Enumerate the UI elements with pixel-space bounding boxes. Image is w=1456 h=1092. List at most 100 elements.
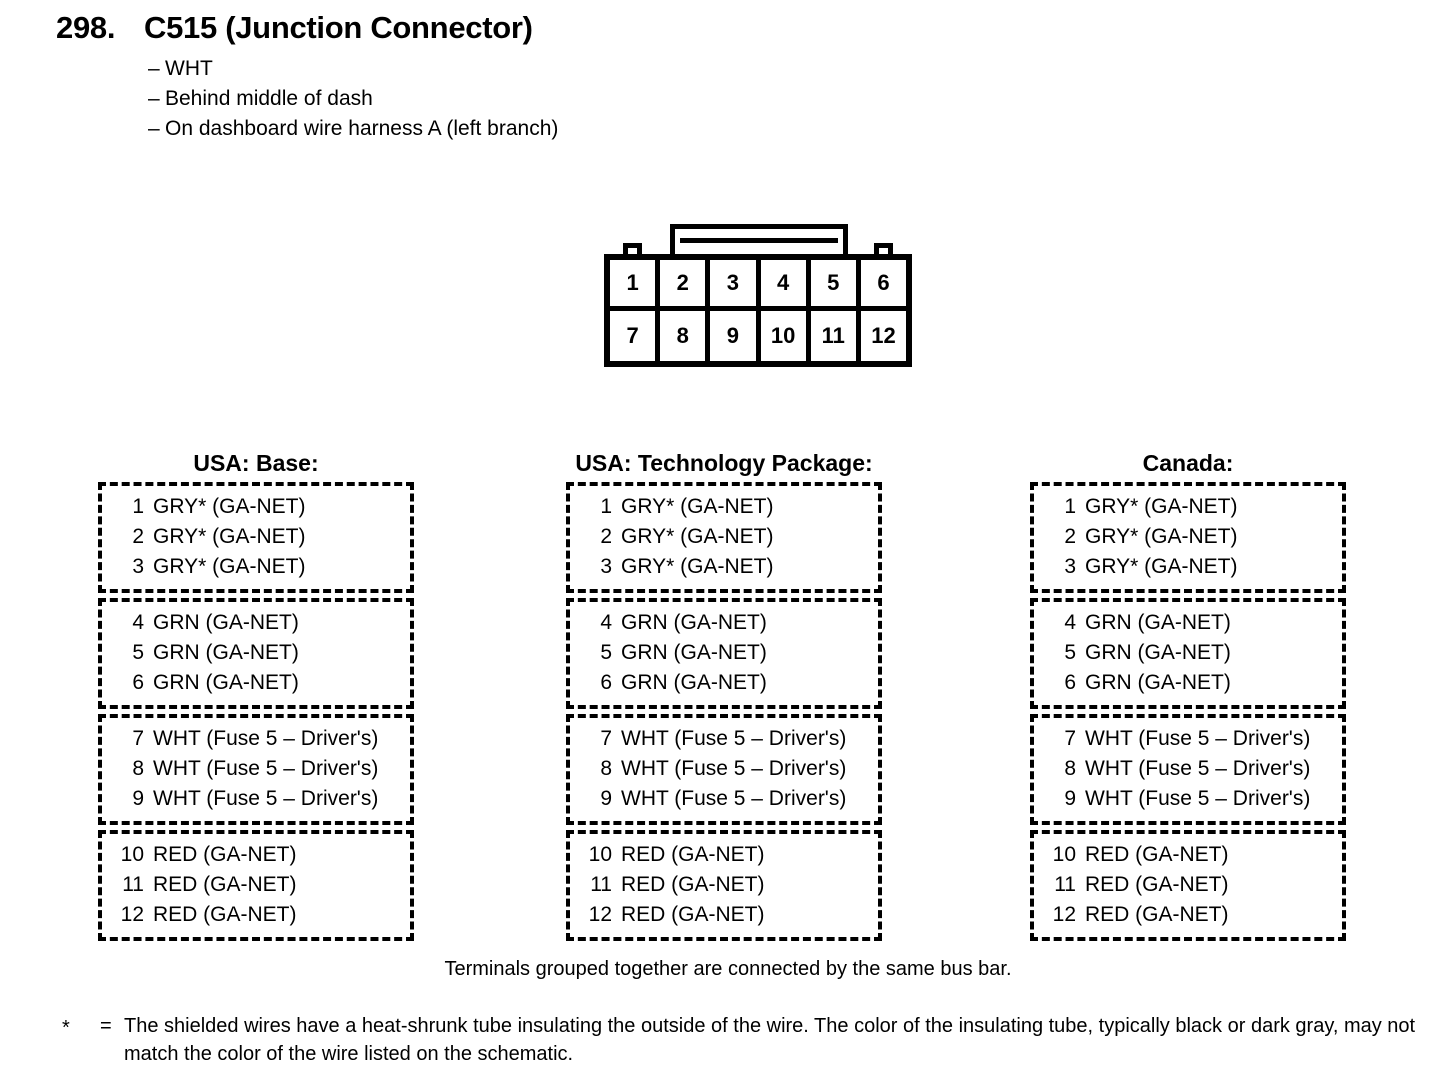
pin-entry: 2 GRY* (GA-NET) <box>102 522 410 552</box>
pin-label: GRY* (GA-NET) <box>1085 555 1238 578</box>
pin-entry: 5 GRN (GA-NET) <box>570 638 878 668</box>
pin-entry: 11 RED (GA-NET) <box>570 870 878 900</box>
pin-entry: 1 GRY* (GA-NET) <box>570 492 878 522</box>
connector-pinout-diagram: 1 2 3 4 5 6 7 8 9 10 11 12 <box>604 224 914 370</box>
pin-number: 7 <box>600 727 612 750</box>
pin-list-column-usa-technology-package: USA: Technology Package: 1 GRY* (GA-NET)… <box>566 450 882 946</box>
pin-entry: 12 RED (GA-NET) <box>1034 900 1342 930</box>
pin-label: GRY* (GA-NET) <box>153 525 306 548</box>
pin-number: 7 <box>1064 727 1076 750</box>
connector-detail-list: –WHT –Behind middle of dash –On dashboar… <box>56 54 956 144</box>
asterisk-footnote: * = The shielded wires have a heat-shrun… <box>62 1012 1442 1068</box>
pin-number: 12 <box>1052 903 1076 926</box>
pin-number: 5 <box>600 641 612 664</box>
page-title: 298. C515 (Junction Connector) <box>56 10 956 46</box>
busbar-note: Terminals grouped together are connected… <box>444 958 1012 980</box>
dash-mark: – <box>148 87 160 110</box>
pin-label: GRY* (GA-NET) <box>1085 495 1238 518</box>
connector-pin-cell: 8 <box>660 310 711 361</box>
pin-group: 1 GRY* (GA-NET) 2 GRY* (GA-NET) 3 GRY* (… <box>566 482 882 593</box>
pin-number: 9 <box>1064 787 1076 810</box>
pin-label: WHT (Fuse 5 – Driver's) <box>153 757 379 780</box>
connector-pin-cell: 11 <box>811 310 861 361</box>
pin-label: GRY* (GA-NET) <box>153 555 306 578</box>
pin-number: 2 <box>1064 525 1076 548</box>
pin-number: 1 <box>132 495 144 518</box>
pin-group: 10 RED (GA-NET) 11 RED (GA-NET) 12 RED (… <box>566 830 882 941</box>
pin-entry: 7 WHT (Fuse 5 – Driver's) <box>570 724 878 754</box>
pin-list-column-heading: USA: Technology Package: <box>575 450 873 476</box>
pin-entry: 3 GRY* (GA-NET) <box>570 552 878 582</box>
pin-entry: 9 WHT (Fuse 5 – Driver's) <box>570 784 878 814</box>
pin-entry: 8 WHT (Fuse 5 – Driver's) <box>102 754 410 784</box>
pin-label: WHT (Fuse 5 – Driver's) <box>1085 727 1311 750</box>
connector-detail-item: –Behind middle of dash <box>148 84 956 114</box>
pin-entry: 9 WHT (Fuse 5 – Driver's) <box>1034 784 1342 814</box>
connector-pin-row-bottom: 7 8 9 10 11 12 <box>610 310 906 361</box>
connector-pin-cell: 6 <box>877 269 890 295</box>
pin-entry: 11 RED (GA-NET) <box>102 870 410 900</box>
pin-label: WHT (Fuse 5 – Driver's) <box>621 727 847 750</box>
pin-group-stack: 1 GRY* (GA-NET) 2 GRY* (GA-NET) 3 GRY* (… <box>1030 482 1346 941</box>
pin-number: 8 <box>1064 757 1076 780</box>
pin-group: 4 GRN (GA-NET) 5 GRN (GA-NET) 6 GRN (GA-… <box>1030 598 1346 709</box>
pin-entry: 6 GRN (GA-NET) <box>102 668 410 698</box>
pin-assignment-columns: USA: Base: 1 GRY* (GA-NET) 2 GRY* (GA-NE… <box>0 450 1456 950</box>
pin-entry: 6 GRN (GA-NET) <box>1034 668 1342 698</box>
pin-entry: 5 GRN (GA-NET) <box>102 638 410 668</box>
connector-pin-cell: 12 <box>871 322 896 348</box>
connector-pin-cell: 3 <box>710 260 761 306</box>
pin-label: RED (GA-NET) <box>621 903 765 926</box>
pin-entry: 12 RED (GA-NET) <box>102 900 410 930</box>
pin-number: 6 <box>600 671 612 694</box>
pin-number: 5 <box>1064 641 1076 664</box>
pin-group: 7 WHT (Fuse 5 – Driver's) 8 WHT (Fuse 5 … <box>98 714 414 825</box>
pin-label: RED (GA-NET) <box>153 903 297 926</box>
pin-label: GRN (GA-NET) <box>1085 611 1231 634</box>
pin-number: 12 <box>588 903 612 926</box>
pin-number: 3 <box>1064 555 1076 578</box>
pin-label: WHT (Fuse 5 – Driver's) <box>1085 787 1311 810</box>
pin-entry: 7 WHT (Fuse 5 – Driver's) <box>102 724 410 754</box>
connector-header: 298. C515 (Junction Connector) –WHT –Beh… <box>56 10 956 144</box>
pin-number: 11 <box>1054 873 1076 896</box>
connector-pin-cell: 2 <box>660 260 711 306</box>
pin-entry: 11 RED (GA-NET) <box>1034 870 1342 900</box>
pin-list-column-heading: Canada: <box>1142 450 1234 476</box>
dash-mark: – <box>148 117 160 140</box>
pin-list-column-canada: Canada: 1 GRY* (GA-NET) 2 GRY* (GA-NET) … <box>1030 450 1346 946</box>
title-number: 298. <box>56 10 116 45</box>
pin-label: RED (GA-NET) <box>1085 903 1229 926</box>
pin-entry: 3 GRY* (GA-NET) <box>1034 552 1342 582</box>
pin-number: 5 <box>132 641 144 664</box>
connector-pin-cell: 9 <box>710 310 761 361</box>
pin-group-stack: 1 GRY* (GA-NET) 2 GRY* (GA-NET) 3 GRY* (… <box>566 482 882 941</box>
connector-detail-text: WHT <box>165 57 213 80</box>
pin-entry: 1 GRY* (GA-NET) <box>1034 492 1342 522</box>
pin-group: 10 RED (GA-NET) 11 RED (GA-NET) 12 RED (… <box>98 830 414 941</box>
pin-entry: 8 WHT (Fuse 5 – Driver's) <box>570 754 878 784</box>
pin-entry: 12 RED (GA-NET) <box>570 900 878 930</box>
pin-number: 10 <box>120 843 144 866</box>
connector-pin-cell: 4 <box>761 260 811 306</box>
dash-mark: – <box>148 57 160 80</box>
pin-entry: 4 GRN (GA-NET) <box>1034 608 1342 638</box>
pin-list-column-heading: USA: Base: <box>193 450 319 476</box>
pin-label: RED (GA-NET) <box>1085 843 1229 866</box>
connector-pin-cell: 7 <box>610 310 661 361</box>
pin-label: GRY* (GA-NET) <box>1085 525 1238 548</box>
pin-group: 1 GRY* (GA-NET) 2 GRY* (GA-NET) 3 GRY* (… <box>98 482 414 593</box>
asterisk-equals-sign: = <box>100 1015 112 1037</box>
pin-group: 4 GRN (GA-NET) 5 GRN (GA-NET) 6 GRN (GA-… <box>98 598 414 709</box>
pin-number: 9 <box>600 787 612 810</box>
pin-group: 7 WHT (Fuse 5 – Driver's) 8 WHT (Fuse 5 … <box>566 714 882 825</box>
connector-pin-cell: 10 <box>761 310 811 361</box>
pin-number: 10 <box>1052 843 1076 866</box>
pin-entry: 5 GRN (GA-NET) <box>1034 638 1342 668</box>
pin-label: GRY* (GA-NET) <box>621 495 774 518</box>
pin-label: GRY* (GA-NET) <box>153 495 306 518</box>
pin-number: 4 <box>600 611 612 634</box>
pin-number: 4 <box>1064 611 1076 634</box>
pin-label: RED (GA-NET) <box>153 873 297 896</box>
pin-label: GRY* (GA-NET) <box>621 525 774 548</box>
